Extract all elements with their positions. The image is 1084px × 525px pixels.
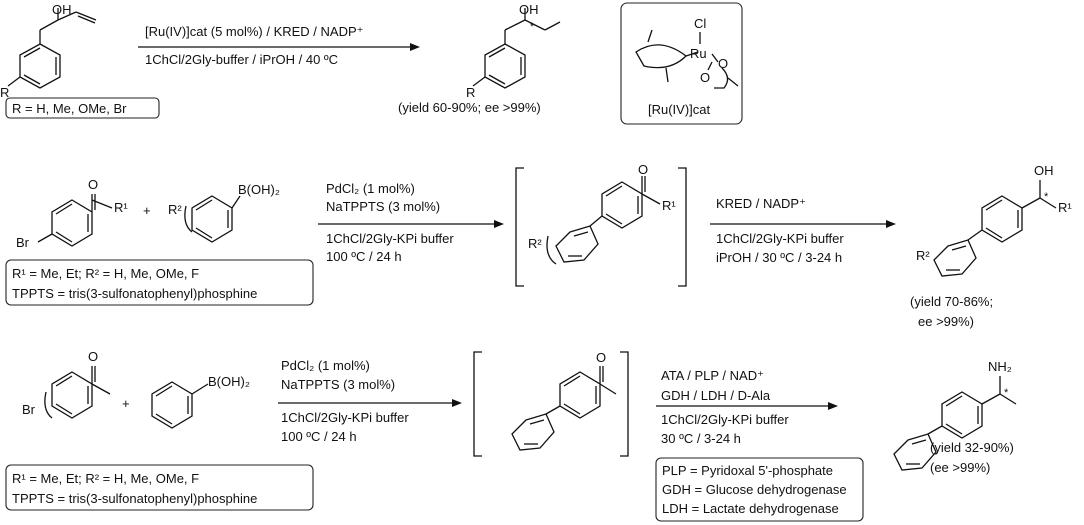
row2-product-star: *: [1044, 191, 1049, 203]
row1-catalyst-structure: Cl Ru O O: [635, 16, 739, 89]
row2-cond1-line2: NaTPPTS (3 mol%): [326, 199, 440, 214]
row2-yield-line2: ee >99%): [918, 314, 974, 329]
row2-reactant2-r2: R²: [168, 202, 182, 217]
row2-cond1-line1: PdCl₂ (1 mol%): [326, 181, 415, 196]
row2-intermediate-r1: R¹: [662, 198, 676, 213]
row2-reactant1-ring: [37, 194, 113, 247]
row1-catalyst-o1: O: [718, 56, 728, 71]
row2-box-line1: R¹ = Me, Et; R² = H, Me, OMe, F: [12, 266, 199, 281]
row1-product: OH * R: [466, 2, 561, 100]
row2-intermediate: O R¹ R²: [515, 162, 687, 287]
row3-yield-line1: (yield 32-90%): [930, 440, 1014, 455]
row2-cond2-line1: KRED / NADP⁺: [716, 196, 806, 211]
row2-cond2-line2: 1ChCl/2Gly-KPi buffer: [716, 231, 844, 246]
row3-enzyme-line1: PLP = Pyridoxal 5'-phosphate: [662, 463, 833, 478]
row2-cond1-line4: 100 ºC / 24 h: [326, 249, 402, 264]
row2-reactant1-o: O: [88, 177, 98, 192]
row1-condition-bottom: 1ChCl/2Gly-buffer / iPrOH / 40 ºC: [145, 52, 338, 67]
row2-substituent-box: [5, 259, 314, 306]
row3-product: NH₂ *: [893, 359, 1017, 471]
row2-product: OH * R¹ R²: [916, 163, 1072, 277]
row1-product-r-label: R: [466, 85, 475, 100]
row3-reactant1-br: Br: [22, 402, 36, 417]
row1-reactant: OH R: [0, 2, 97, 100]
row2-intermediate-r2: R²: [528, 236, 542, 251]
row2-reactant1: O R¹ Br: [16, 177, 128, 250]
row1-catalyst-o2: O: [700, 70, 710, 85]
row2-intermediate-o: O: [638, 162, 648, 177]
row1-arrow: [138, 43, 420, 51]
row1-product-ring: [472, 8, 561, 89]
row3-reactant1-o: O: [88, 349, 98, 364]
row3-cond1-line4: 100 ºC / 24 h: [281, 429, 357, 444]
row2-yield-line1: (yield 70-86%;: [910, 294, 993, 309]
row3-cond2-line3: 1ChCl/2Gly-KPi buffer: [661, 412, 789, 427]
row2-box-line2: TPPTS = tris(3-sulfonatophenyl)phosphine: [12, 286, 257, 301]
row2-product-oh: OH: [1034, 163, 1054, 178]
row3-cond1-line2: NaTPPTS (3 mol%): [281, 377, 395, 392]
row1-r-box-text: R = H, Me, OMe, Br: [12, 101, 127, 116]
row3-enzyme-line2: GDH = Glucose dehydrogenase: [662, 482, 847, 497]
row3-intermediate-o: O: [596, 350, 606, 365]
row3-box-line1: R¹ = Me, Et; R² = H, Me, OMe, F: [12, 471, 199, 486]
row3-arrow1: [278, 399, 462, 407]
row3-cond2-line2: GDH / LDH / D-Ala: [661, 388, 771, 403]
row1-yield: (yield 60-90%; ee >99%): [398, 100, 541, 115]
row1-reactant-oh-label: OH: [52, 2, 72, 17]
row1-r-box: [5, 97, 160, 119]
row1-product-stereo-star: *: [530, 21, 535, 33]
row1-reactant-r-label: R: [0, 85, 9, 100]
row3-yield-line2: (ee >99%): [930, 460, 990, 475]
row1-reactant-ring: [7, 8, 97, 89]
row1-catalyst-label: [Ru(IV)]cat: [648, 102, 711, 117]
row3-reactant2-boh2: B(OH)₂: [208, 374, 250, 389]
row3-product-nh2: NH₂: [988, 359, 1012, 374]
row3-intermediate: O: [473, 350, 629, 457]
row2-plus: +: [143, 203, 151, 218]
row3-reactant1: O Br: [22, 349, 111, 419]
row3-box-line2: TPPTS = tris(3-sulfonatophenyl)phosphine: [12, 491, 257, 506]
row2-arrow2: [710, 220, 896, 228]
row3-enzyme-box: [655, 457, 864, 522]
row2-reactant2-ring: [184, 195, 241, 243]
row2-product-r2: R²: [916, 248, 930, 263]
row1-catalyst-ru: Ru: [690, 46, 707, 61]
row2-reactant2: B(OH)₂ R²: [168, 182, 280, 243]
row3-plus: +: [122, 396, 130, 411]
row2-reactant1-r1: R¹: [114, 200, 128, 215]
row2-reactant1-br: Br: [16, 235, 30, 250]
row3-substituent-box: [5, 464, 314, 511]
row3-cond2-line1: ATA / PLP / NAD⁺: [661, 368, 764, 383]
row3-cond1-line3: 1ChCl/2Gly-KPi buffer: [281, 410, 409, 425]
row3-reactant2: B(OH)₂: [151, 374, 250, 429]
row1-product-oh-label: OH: [519, 2, 539, 17]
row1-condition-top: [Ru(IV)]cat (5 mol%) / KRED / NADP⁺: [145, 24, 364, 39]
row1-catalyst-cl: Cl: [694, 16, 706, 31]
row2-cond2-line3: iPrOH / 30 ºC / 3-24 h: [716, 250, 842, 265]
row3-enzyme-line3: LDH = Lactate dehydrogenase: [662, 501, 839, 516]
row2-reactant2-boh2: B(OH)₂: [238, 182, 280, 197]
row2-product-r1: R¹: [1058, 200, 1072, 215]
row3-arrow2: [656, 402, 838, 410]
row2-cond1-line3: 1ChCl/2Gly-KPi buffer: [326, 231, 454, 246]
row3-product-star: *: [1004, 387, 1009, 399]
row3-cond1-line1: PdCl₂ (1 mol%): [281, 358, 370, 373]
row2-arrow1: [318, 220, 504, 228]
row3-cond2-line4: 30 ºC / 3-24 h: [661, 431, 741, 446]
